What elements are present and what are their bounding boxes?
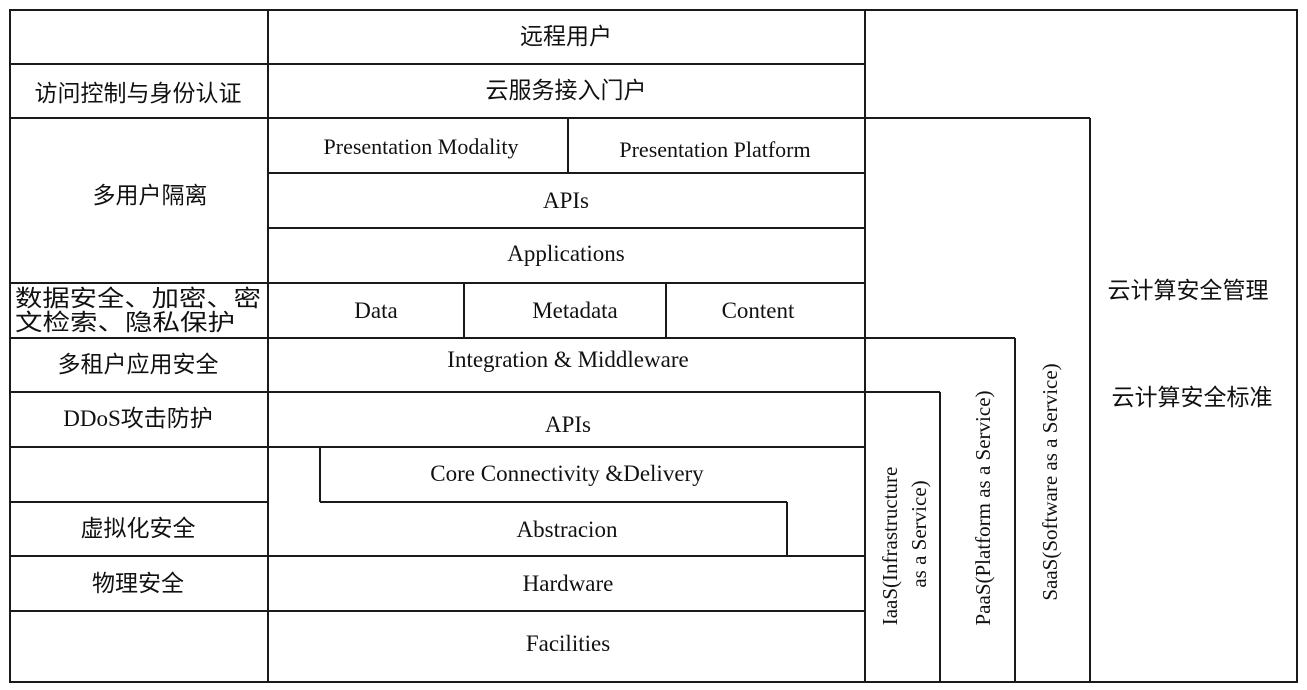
multi-tenant-label: 多租户应用安全 bbox=[58, 352, 219, 377]
hardware-label: Hardware bbox=[523, 571, 614, 596]
iaas-label-line1: IaaS(Infrastructure bbox=[878, 467, 902, 626]
abstraction-label: Abstracion bbox=[517, 517, 618, 542]
access-control-label: 访问控制与身份认证 bbox=[35, 81, 242, 106]
data-label: Data bbox=[354, 298, 397, 323]
remote-users-label: 远程用户 bbox=[520, 24, 612, 49]
data-security-label-line1: 数据安全、加密、密 bbox=[15, 286, 261, 311]
virtualization-label: 虚拟化安全 bbox=[81, 516, 196, 541]
applications-label: Applications bbox=[507, 241, 625, 266]
metadata-label: Metadata bbox=[532, 298, 618, 323]
facilities-label: Facilities bbox=[526, 631, 610, 656]
paas-label: PaaS(Platform as a Service) bbox=[971, 390, 995, 625]
iaas-label-line2: as a Service) bbox=[907, 480, 931, 587]
saas-label: SaaS(Software as a Service) bbox=[1038, 363, 1062, 600]
presentation-modality-label: Presentation Modality bbox=[324, 134, 519, 159]
apis-upper-label: APIs bbox=[543, 188, 589, 213]
multi-user-isolation-label: 多用户隔离 bbox=[93, 183, 208, 208]
physical-label: 物理安全 bbox=[92, 571, 184, 596]
security-standards-label: 云计算安全标准 bbox=[1112, 385, 1273, 410]
apis-lower-label: APIs bbox=[545, 412, 591, 437]
ddos-label: DDoS攻击防护 bbox=[63, 406, 213, 431]
core-connectivity-label: Core Connectivity &Delivery bbox=[430, 461, 704, 486]
integration-label: Integration & Middleware bbox=[447, 347, 688, 372]
content-label: Content bbox=[722, 298, 795, 323]
security-management-label: 云计算安全管理 bbox=[1108, 278, 1269, 303]
portal-label: 云服务接入门户 bbox=[486, 78, 647, 103]
outer-frame bbox=[9, 9, 1298, 683]
data-security-label-line2: 文检索、隐私保护 bbox=[15, 310, 235, 335]
presentation-platform-label: Presentation Platform bbox=[619, 137, 810, 162]
